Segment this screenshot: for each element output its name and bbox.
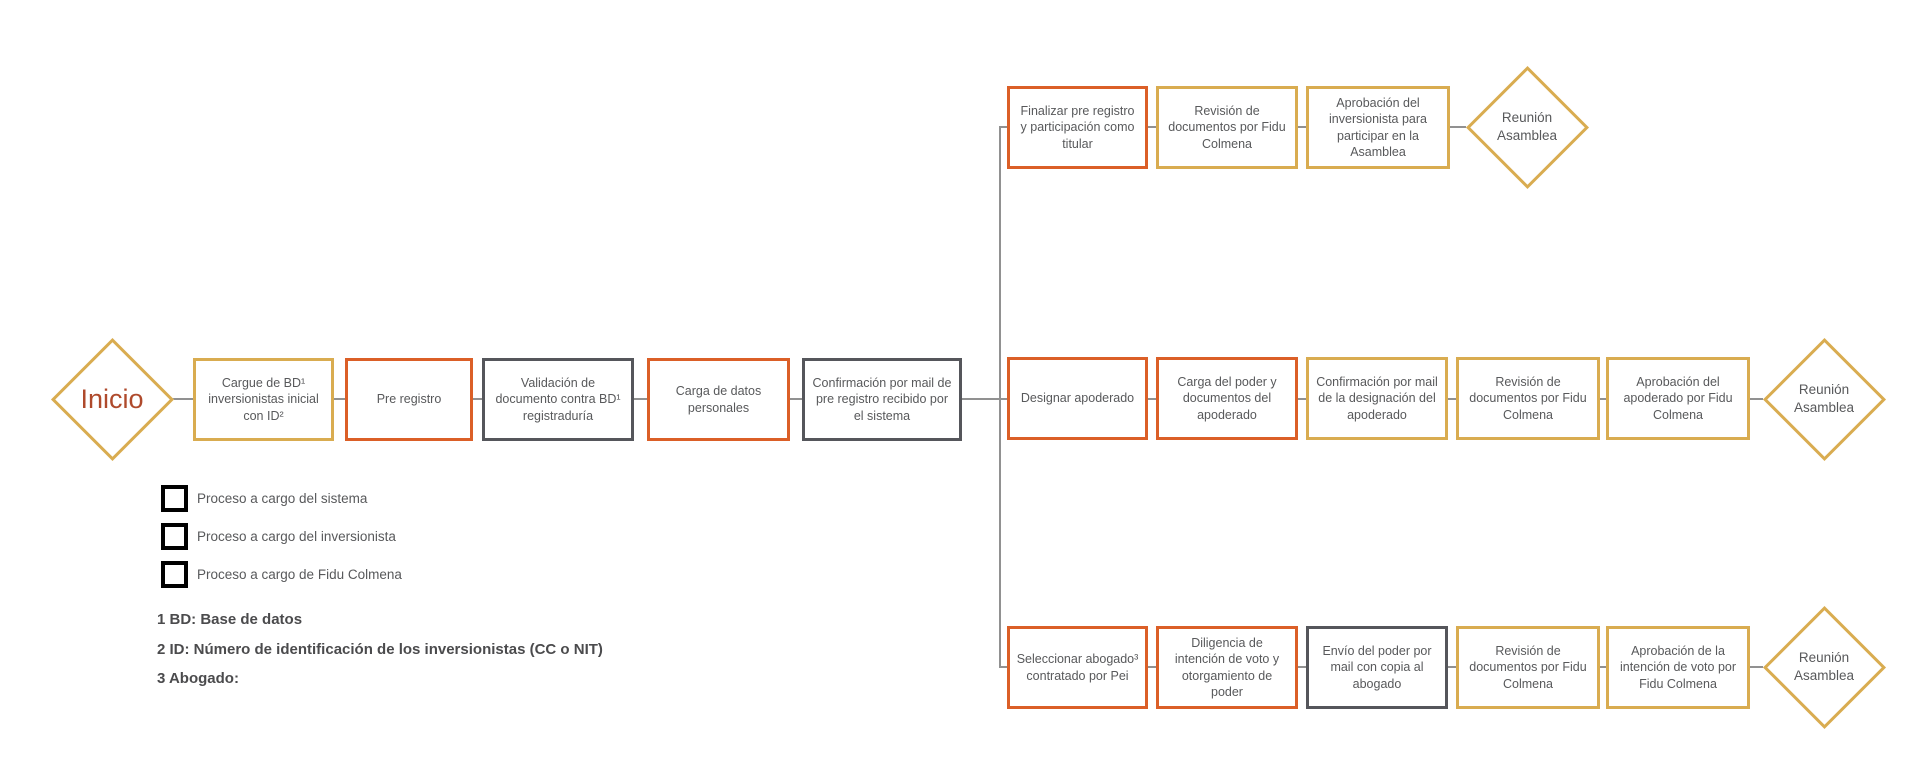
- connector-line: [1750, 666, 1763, 668]
- connector-line: [999, 126, 1007, 128]
- connector-line: [1448, 666, 1456, 668]
- connector-line: [1450, 126, 1466, 128]
- legend-label-fidu-colmena: Proceso a cargo de Fidu Colmena: [197, 567, 402, 582]
- legend-swatch-fidu-colmena: [161, 561, 188, 588]
- box-label: Validación de documento contra BD¹ regis…: [495, 376, 621, 423]
- box-envio-poder: Envío del poder por mail con copia al ab…: [1306, 626, 1448, 709]
- box-finalizar-pre-registro: Finalizar pre registro y participación c…: [1007, 86, 1148, 169]
- connector-line: [1600, 666, 1606, 668]
- branch-trunk-line: [999, 126, 1001, 667]
- box-label: Revisión de documentos por Fidu Colmena: [1469, 375, 1587, 422]
- box-aprobacion-inversionista: Aprobación del inversionista para partic…: [1306, 86, 1450, 169]
- box-validacion-documento: Validación de documento contra BD¹ regis…: [482, 358, 634, 441]
- connector-line: [334, 398, 345, 400]
- box-label: Pre registro: [376, 392, 442, 407]
- footnote-abogado: 3 Abogado:: [157, 670, 239, 687]
- box-label: Carga de datos personales: [675, 384, 762, 415]
- legend-label-inversionista: Proceso a cargo del inversionista: [197, 529, 396, 544]
- box-aprobacion-apoderado: Aprobación del apoderado por Fidu Colmen…: [1606, 357, 1750, 440]
- box-designar-apoderado: Designar apoderado: [1007, 357, 1148, 440]
- connector-line: [1148, 126, 1156, 128]
- box-label: Revisión de documentos por Fidu Colmena: [1469, 644, 1587, 691]
- connector-line: [962, 398, 1007, 400]
- footnote-bd: 1 BD: Base de datos: [157, 611, 303, 628]
- connector-line: [1298, 666, 1306, 668]
- box-label: Finalizar pre registro y participación c…: [1020, 104, 1135, 151]
- box-label: Aprobación del apoderado por Fidu Colmen…: [1623, 375, 1733, 422]
- box-label: Aprobación del inversionista para partic…: [1329, 96, 1427, 159]
- box-confirmacion-designacion: Confirmación por mail de la designación …: [1306, 357, 1448, 440]
- connector-line: [1148, 398, 1156, 400]
- connector-line: [999, 666, 1007, 668]
- connector-line: [634, 398, 647, 400]
- end-label: Reunión Asamblea: [1496, 109, 1558, 143]
- connector-line: [1148, 666, 1156, 668]
- end-diamond-titular: Reunión Asamblea: [1463, 63, 1591, 191]
- connector-line: [473, 398, 482, 400]
- box-pre-registro: Pre registro: [345, 358, 473, 441]
- box-confirmacion-mail: Confirmación por mail de pre registro re…: [802, 358, 962, 441]
- connector-line: [1298, 126, 1306, 128]
- box-label: Diligencia de intención de voto y otorga…: [1174, 636, 1280, 699]
- box-cargue-bd: Cargue de BD¹ inversionistas inicial con…: [193, 358, 334, 441]
- box-label: Aprobación de la intención de voto por F…: [1619, 644, 1737, 691]
- end-label: Reunión Asamblea: [1793, 381, 1855, 415]
- box-label: Confirmación por mail de la designación …: [1316, 375, 1438, 422]
- box-revision-documentos-apoderado: Revisión de documentos por Fidu Colmena: [1456, 357, 1600, 440]
- end-label: Reunión Asamblea: [1793, 649, 1855, 683]
- end-diamond-abogado: Reunión Asamblea: [1760, 603, 1888, 731]
- box-label: Confirmación por mail de pre registro re…: [812, 376, 952, 423]
- box-label: Seleccionar abogado³ contratado por Pei: [1016, 652, 1139, 683]
- box-diligencia-intencion: Diligencia de intención de voto y otorga…: [1156, 626, 1298, 709]
- box-carga-poder: Carga del poder y documentos del apodera…: [1156, 357, 1298, 440]
- connector-line: [172, 398, 193, 400]
- box-label: Envío del poder por mail con copia al ab…: [1322, 644, 1432, 691]
- box-aprobacion-intencion-voto: Aprobación de la intención de voto por F…: [1606, 626, 1750, 709]
- box-label: Revisión de documentos por Fidu Colmena: [1168, 104, 1286, 151]
- connector-line: [1600, 398, 1606, 400]
- box-revision-documentos-titular: Revisión de documentos por Fidu Colmena: [1156, 86, 1298, 169]
- legend-swatch-sistema: [161, 485, 188, 512]
- legend-label-sistema: Proceso a cargo del sistema: [197, 491, 368, 506]
- footnote-id: 2 ID: Número de identificación de los in…: [157, 641, 603, 658]
- connector-line: [1448, 398, 1456, 400]
- connector-line: [1750, 398, 1763, 400]
- legend-swatch-inversionista: [161, 523, 188, 550]
- connector-line: [790, 398, 802, 400]
- end-diamond-apoderado: Reunión Asamblea: [1760, 335, 1888, 463]
- box-label: Cargue de BD¹ inversionistas inicial con…: [208, 376, 319, 423]
- start-diamond: Inicio: [48, 335, 176, 463]
- start-label: Inicio: [80, 383, 144, 414]
- box-label: Carga del poder y documentos del apodera…: [1177, 375, 1277, 422]
- box-seleccionar-abogado: Seleccionar abogado³ contratado por Pei: [1007, 626, 1148, 709]
- box-carga-datos: Carga de datos personales: [647, 358, 790, 441]
- connector-line: [1298, 398, 1306, 400]
- box-label: Designar apoderado: [1020, 391, 1135, 406]
- box-revision-documentos-abogado: Revisión de documentos por Fidu Colmena: [1456, 626, 1600, 709]
